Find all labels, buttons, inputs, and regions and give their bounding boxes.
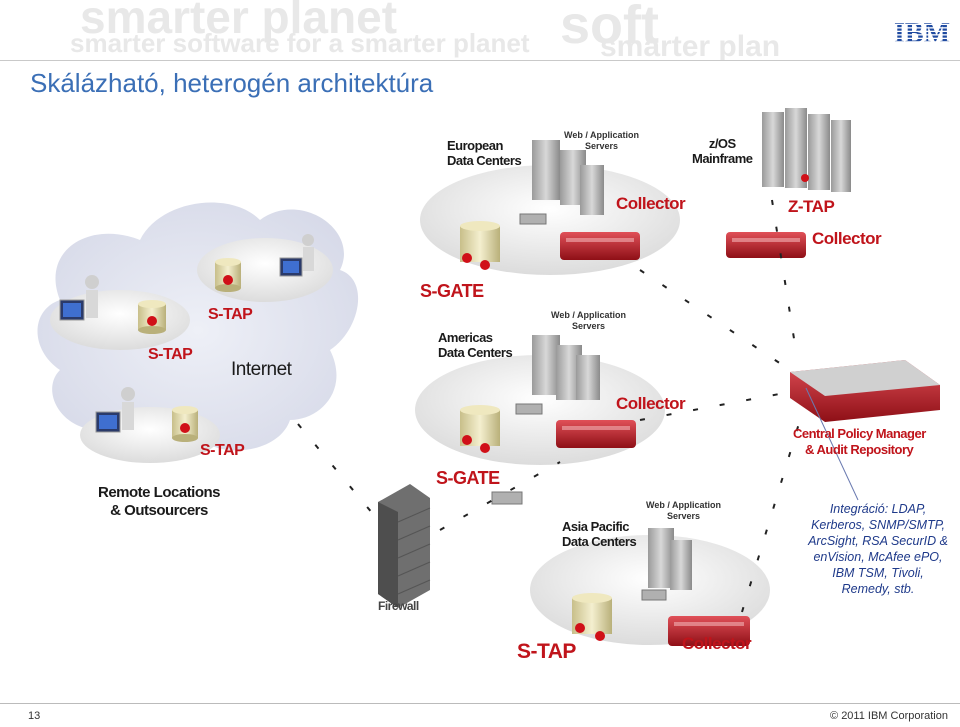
web-app-label-line2: Servers bbox=[571, 321, 606, 331]
stap-label-remote: S-TAP bbox=[200, 442, 245, 459]
collector-appliance-icon bbox=[726, 232, 806, 258]
dashed-connections bbox=[297, 199, 801, 613]
european-label-line2: Data Centers bbox=[447, 153, 522, 168]
collector-label-asia: Collector bbox=[682, 634, 752, 653]
network-switch-icon bbox=[491, 491, 523, 505]
integration-connector bbox=[805, 387, 859, 501]
firewall-icon bbox=[378, 484, 431, 608]
collector-label-zos: Collector bbox=[812, 229, 882, 248]
user-workstation-icon bbox=[95, 387, 135, 433]
user-workstation-icon bbox=[59, 275, 99, 321]
americas-label: Americas Data Centers bbox=[438, 330, 513, 360]
zos-label-line2: Mainframe bbox=[692, 151, 753, 166]
header-divider bbox=[0, 60, 960, 61]
database-icon bbox=[572, 593, 612, 641]
database-icon bbox=[215, 258, 241, 292]
stap-label-left: S-TAP bbox=[148, 346, 193, 363]
database-icon bbox=[138, 300, 166, 334]
page-title: Skálázható, heterogén architektúra bbox=[30, 68, 434, 98]
web-app-label: Web / Application Servers bbox=[551, 310, 626, 332]
mainframe-icon bbox=[762, 108, 851, 192]
banner-watermark: soft bbox=[560, 0, 659, 55]
integration-line: Kerberos, SNMP/SMTP, bbox=[811, 518, 945, 532]
stap-label-bottom: S-TAP bbox=[517, 640, 576, 663]
integration-line: ArcSight, RSA SecurID & bbox=[808, 534, 948, 548]
web-app-label-line1: Web / Application bbox=[564, 130, 640, 140]
central-policy-label-line2: & Audit Repository bbox=[805, 442, 914, 457]
database-icon bbox=[172, 406, 198, 442]
sgate-label-mid: S-GATE bbox=[436, 468, 500, 488]
web-app-label-line1: Web / Application bbox=[551, 310, 627, 320]
european-label-line1: European bbox=[447, 138, 503, 153]
remote-locations-label: Remote Locations & Outsourcers bbox=[98, 484, 221, 520]
integration-line: Remedy, stb. bbox=[841, 582, 915, 596]
central-policy-manager-icon bbox=[790, 360, 940, 422]
web-app-label: Web / Application Servers bbox=[564, 130, 639, 152]
asia-pacific-label: Asia Pacific Data Centers bbox=[562, 519, 637, 549]
database-icon bbox=[460, 405, 500, 453]
integration-line: Integráció: LDAP, bbox=[829, 502, 927, 516]
user-workstation-icon bbox=[279, 234, 314, 277]
zos-label-line1: z/OS bbox=[708, 136, 736, 151]
remote-label-line1: Remote Locations bbox=[98, 484, 221, 501]
ibm-logo: IBM bbox=[894, 18, 950, 46]
european-label: European Data Centers bbox=[447, 138, 522, 168]
collector-appliance-icon bbox=[556, 420, 636, 448]
page-number: 13 bbox=[28, 710, 41, 722]
integration-line: enVision, McAfee ePO, bbox=[813, 550, 943, 564]
server-rack-icon bbox=[648, 528, 692, 590]
integration-line: IBM TSM, Tivoli, bbox=[832, 566, 924, 580]
footer-divider bbox=[0, 703, 960, 704]
asia-label-line1: Asia Pacific bbox=[562, 519, 630, 534]
internet-label: Internet bbox=[231, 359, 292, 380]
svg-text:IBM: IBM bbox=[894, 18, 950, 46]
web-app-label-line1: Web / Application bbox=[646, 500, 722, 510]
network-switch-icon bbox=[641, 589, 667, 601]
remote-label-line2: & Outsourcers bbox=[110, 502, 208, 519]
web-app-label-line2: Servers bbox=[666, 511, 701, 521]
collector-label-europe: Collector bbox=[616, 194, 686, 213]
database-icon bbox=[460, 221, 500, 270]
banner-watermark: smarter planet bbox=[80, 0, 398, 43]
server-rack-icon bbox=[532, 140, 604, 215]
americas-label-line1: Americas bbox=[438, 330, 493, 345]
banner-watermark: smarter plan bbox=[600, 30, 781, 60]
collector-label-americas: Collector bbox=[616, 394, 686, 413]
firewall-label: Firewall bbox=[378, 599, 419, 613]
stap-label-internet: S-TAP bbox=[208, 306, 253, 323]
network-switch-icon bbox=[519, 213, 547, 225]
collector-appliance-icon bbox=[560, 232, 640, 260]
central-policy-label-line1: Central Policy Manager bbox=[793, 426, 926, 441]
sgate-label-top: S-GATE bbox=[420, 281, 484, 301]
central-policy-label: Central Policy Manager & Audit Repositor… bbox=[793, 426, 926, 458]
server-rack-icon bbox=[532, 335, 600, 400]
web-app-label: Web / Application Servers bbox=[646, 500, 721, 522]
zos-label: z/OS Mainframe bbox=[692, 136, 753, 166]
ztap-label: Z-TAP bbox=[788, 197, 835, 216]
integration-note: Integráció: LDAP, Kerberos, SNMP/SMTP, A… bbox=[793, 501, 960, 597]
banner-watermark: smarter software for a smarter planet bbox=[70, 28, 530, 58]
collector-appliance-icon bbox=[668, 616, 750, 646]
copyright: © 2011 IBM Corporation bbox=[830, 710, 948, 722]
web-app-label-line2: Servers bbox=[584, 141, 619, 151]
network-switch-icon bbox=[515, 403, 543, 415]
asia-label-line2: Data Centers bbox=[562, 534, 637, 549]
americas-label-line2: Data Centers bbox=[438, 345, 513, 360]
header-banner: ation smarter planet smarter software fo… bbox=[0, 0, 960, 60]
